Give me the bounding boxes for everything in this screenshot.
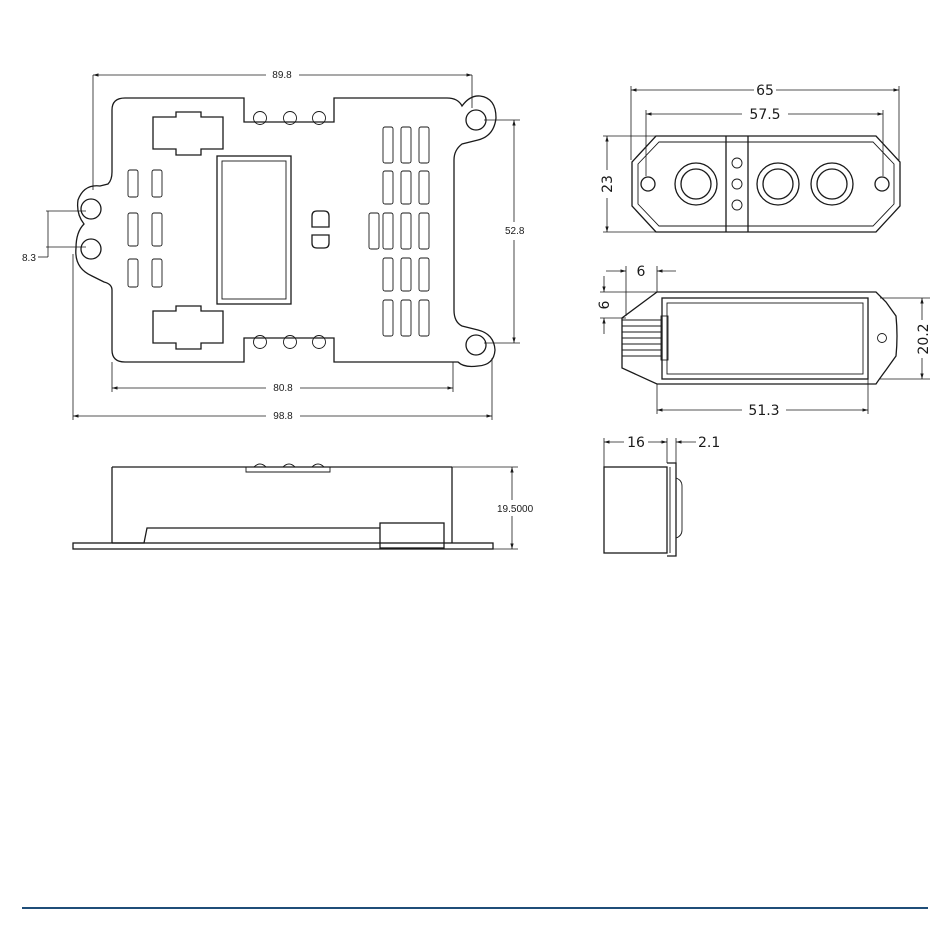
mount-hole-left-upper <box>81 199 101 219</box>
dim-label-left-hole-spacing: 8.3 <box>22 253 36 264</box>
mount-hole-right-lower <box>466 335 486 355</box>
dim-label-end-width: 65 <box>756 83 774 99</box>
connector-block-lower <box>153 306 223 349</box>
mount-hole-right-upper <box>466 110 486 130</box>
connector-block-upper <box>153 112 223 155</box>
side-view: 19.5000 <box>73 464 534 549</box>
small-body <box>604 467 667 553</box>
small-side-view: 16 2.1 <box>604 435 720 556</box>
dim-label-overall-width: 98.8 <box>273 411 293 422</box>
dim-label-right-height: 52.8 <box>505 226 525 237</box>
dim-label-top-width: 89.8 <box>272 70 292 81</box>
display-window-inner <box>222 161 286 299</box>
dim-label-conn-offset-y: 6 <box>597 300 613 309</box>
dim-top-width: 89.8 <box>93 70 472 190</box>
connector-outline <box>622 292 897 384</box>
vent-slots-right <box>369 127 429 336</box>
dim-label-side-height: 19.5000 <box>497 504 534 515</box>
wire-bundle <box>622 316 668 360</box>
top-view: 89.8 8.3 52.8 80.8 <box>22 70 525 422</box>
footer-rule <box>22 907 928 909</box>
dim-right-height: 52.8 <box>484 120 525 343</box>
dim-label-small-depth: 16 <box>627 435 645 451</box>
dim-label-conn-offset-x: 6 <box>637 264 646 280</box>
end-view: 65 57.5 23 <box>600 83 900 232</box>
center-pad <box>312 211 329 248</box>
dim-label-end-height: 23 <box>600 175 616 193</box>
display-window <box>217 156 291 304</box>
side-connector <box>380 523 444 548</box>
dim-label-conn-height: 20.2 <box>916 323 932 354</box>
dim-label-conn-width: 51.3 <box>748 403 779 419</box>
end-view-outline <box>632 136 900 232</box>
dim-inner-width: 80.8 <box>112 362 453 394</box>
dim-label-inner-width: 80.8 <box>273 383 293 394</box>
dim-label-end-hole-spacing: 57.5 <box>749 107 780 123</box>
end-hole-right <box>875 177 889 191</box>
vent-slots-left <box>128 170 162 287</box>
end-hole-left <box>641 177 655 191</box>
connector-inner <box>662 298 868 379</box>
connector-view: 6 6 20.2 51.3 <box>597 264 932 419</box>
dim-label-small-flange: 2.1 <box>698 435 720 451</box>
mount-hole-left-lower <box>81 239 101 259</box>
